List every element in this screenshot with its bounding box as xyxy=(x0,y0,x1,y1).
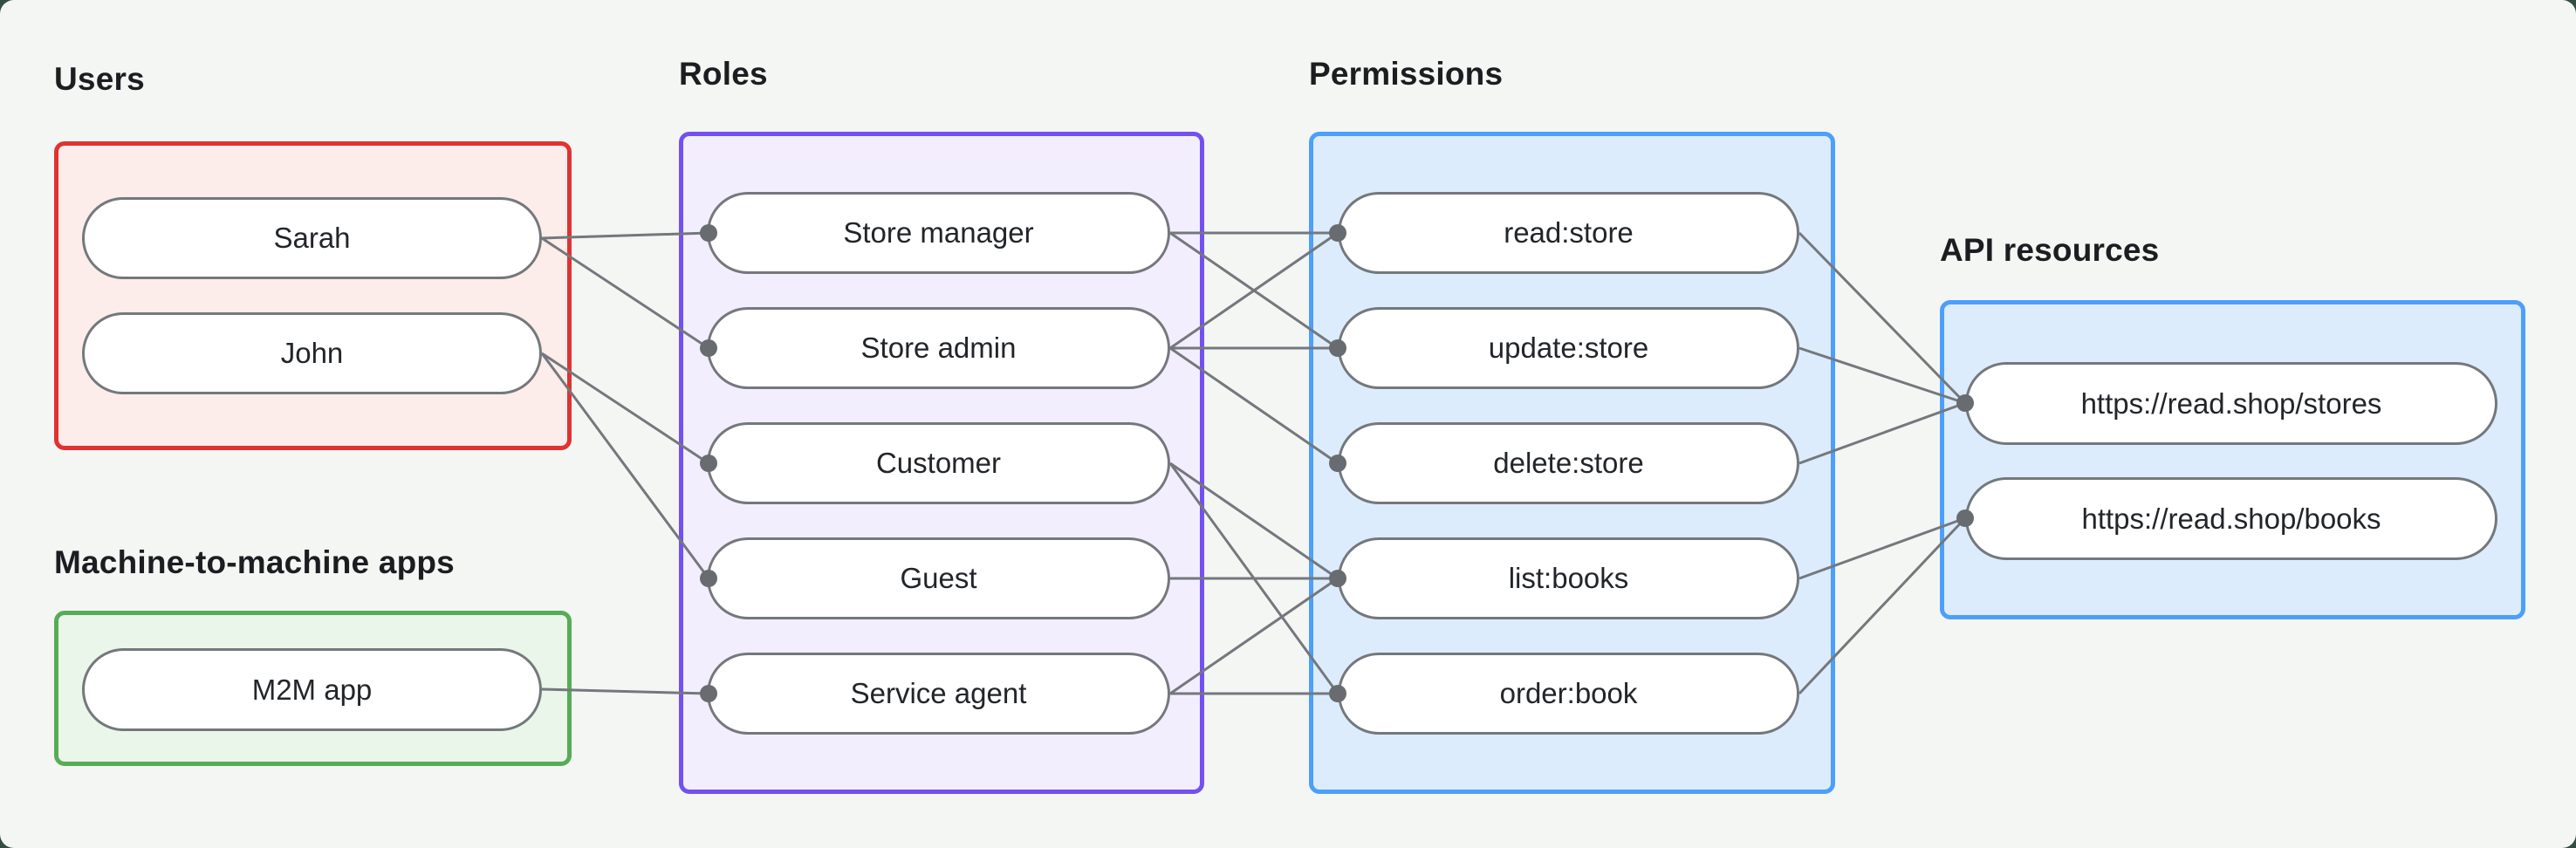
users-group-title: Users xyxy=(54,61,145,97)
node-role-store-admin: Store admin xyxy=(707,307,1170,389)
node-permission-delete-store: delete:store xyxy=(1338,422,1799,504)
api-resources-group-box xyxy=(1940,300,2525,619)
node-role-service-agent: Service agent xyxy=(707,653,1170,735)
node-permission-list-books: list:books xyxy=(1338,537,1799,619)
node-api-resource-books: https://read.shop/books xyxy=(1965,477,2497,560)
node-user-sarah: Sarah xyxy=(82,197,542,279)
node-permission-update-store: update:store xyxy=(1338,307,1799,389)
users-group-box xyxy=(54,141,572,450)
node-permission-read-store: read:store xyxy=(1338,192,1799,274)
api-resources-group-title: API resources xyxy=(1940,232,2160,268)
node-user-john: John xyxy=(82,312,542,394)
node-api-resource-stores: https://read.shop/stores xyxy=(1965,362,2497,445)
m2m-group-title: Machine-to-machine apps xyxy=(54,544,455,580)
node-role-store-manager: Store manager xyxy=(707,192,1170,274)
node-role-customer: Customer xyxy=(707,422,1170,504)
permissions-group-title: Permissions xyxy=(1309,56,1504,92)
node-role-guest: Guest xyxy=(707,537,1170,619)
node-m2m-app: M2M app xyxy=(82,648,542,731)
node-permission-order-book: order:book xyxy=(1338,653,1799,735)
roles-group-title: Roles xyxy=(679,56,768,92)
